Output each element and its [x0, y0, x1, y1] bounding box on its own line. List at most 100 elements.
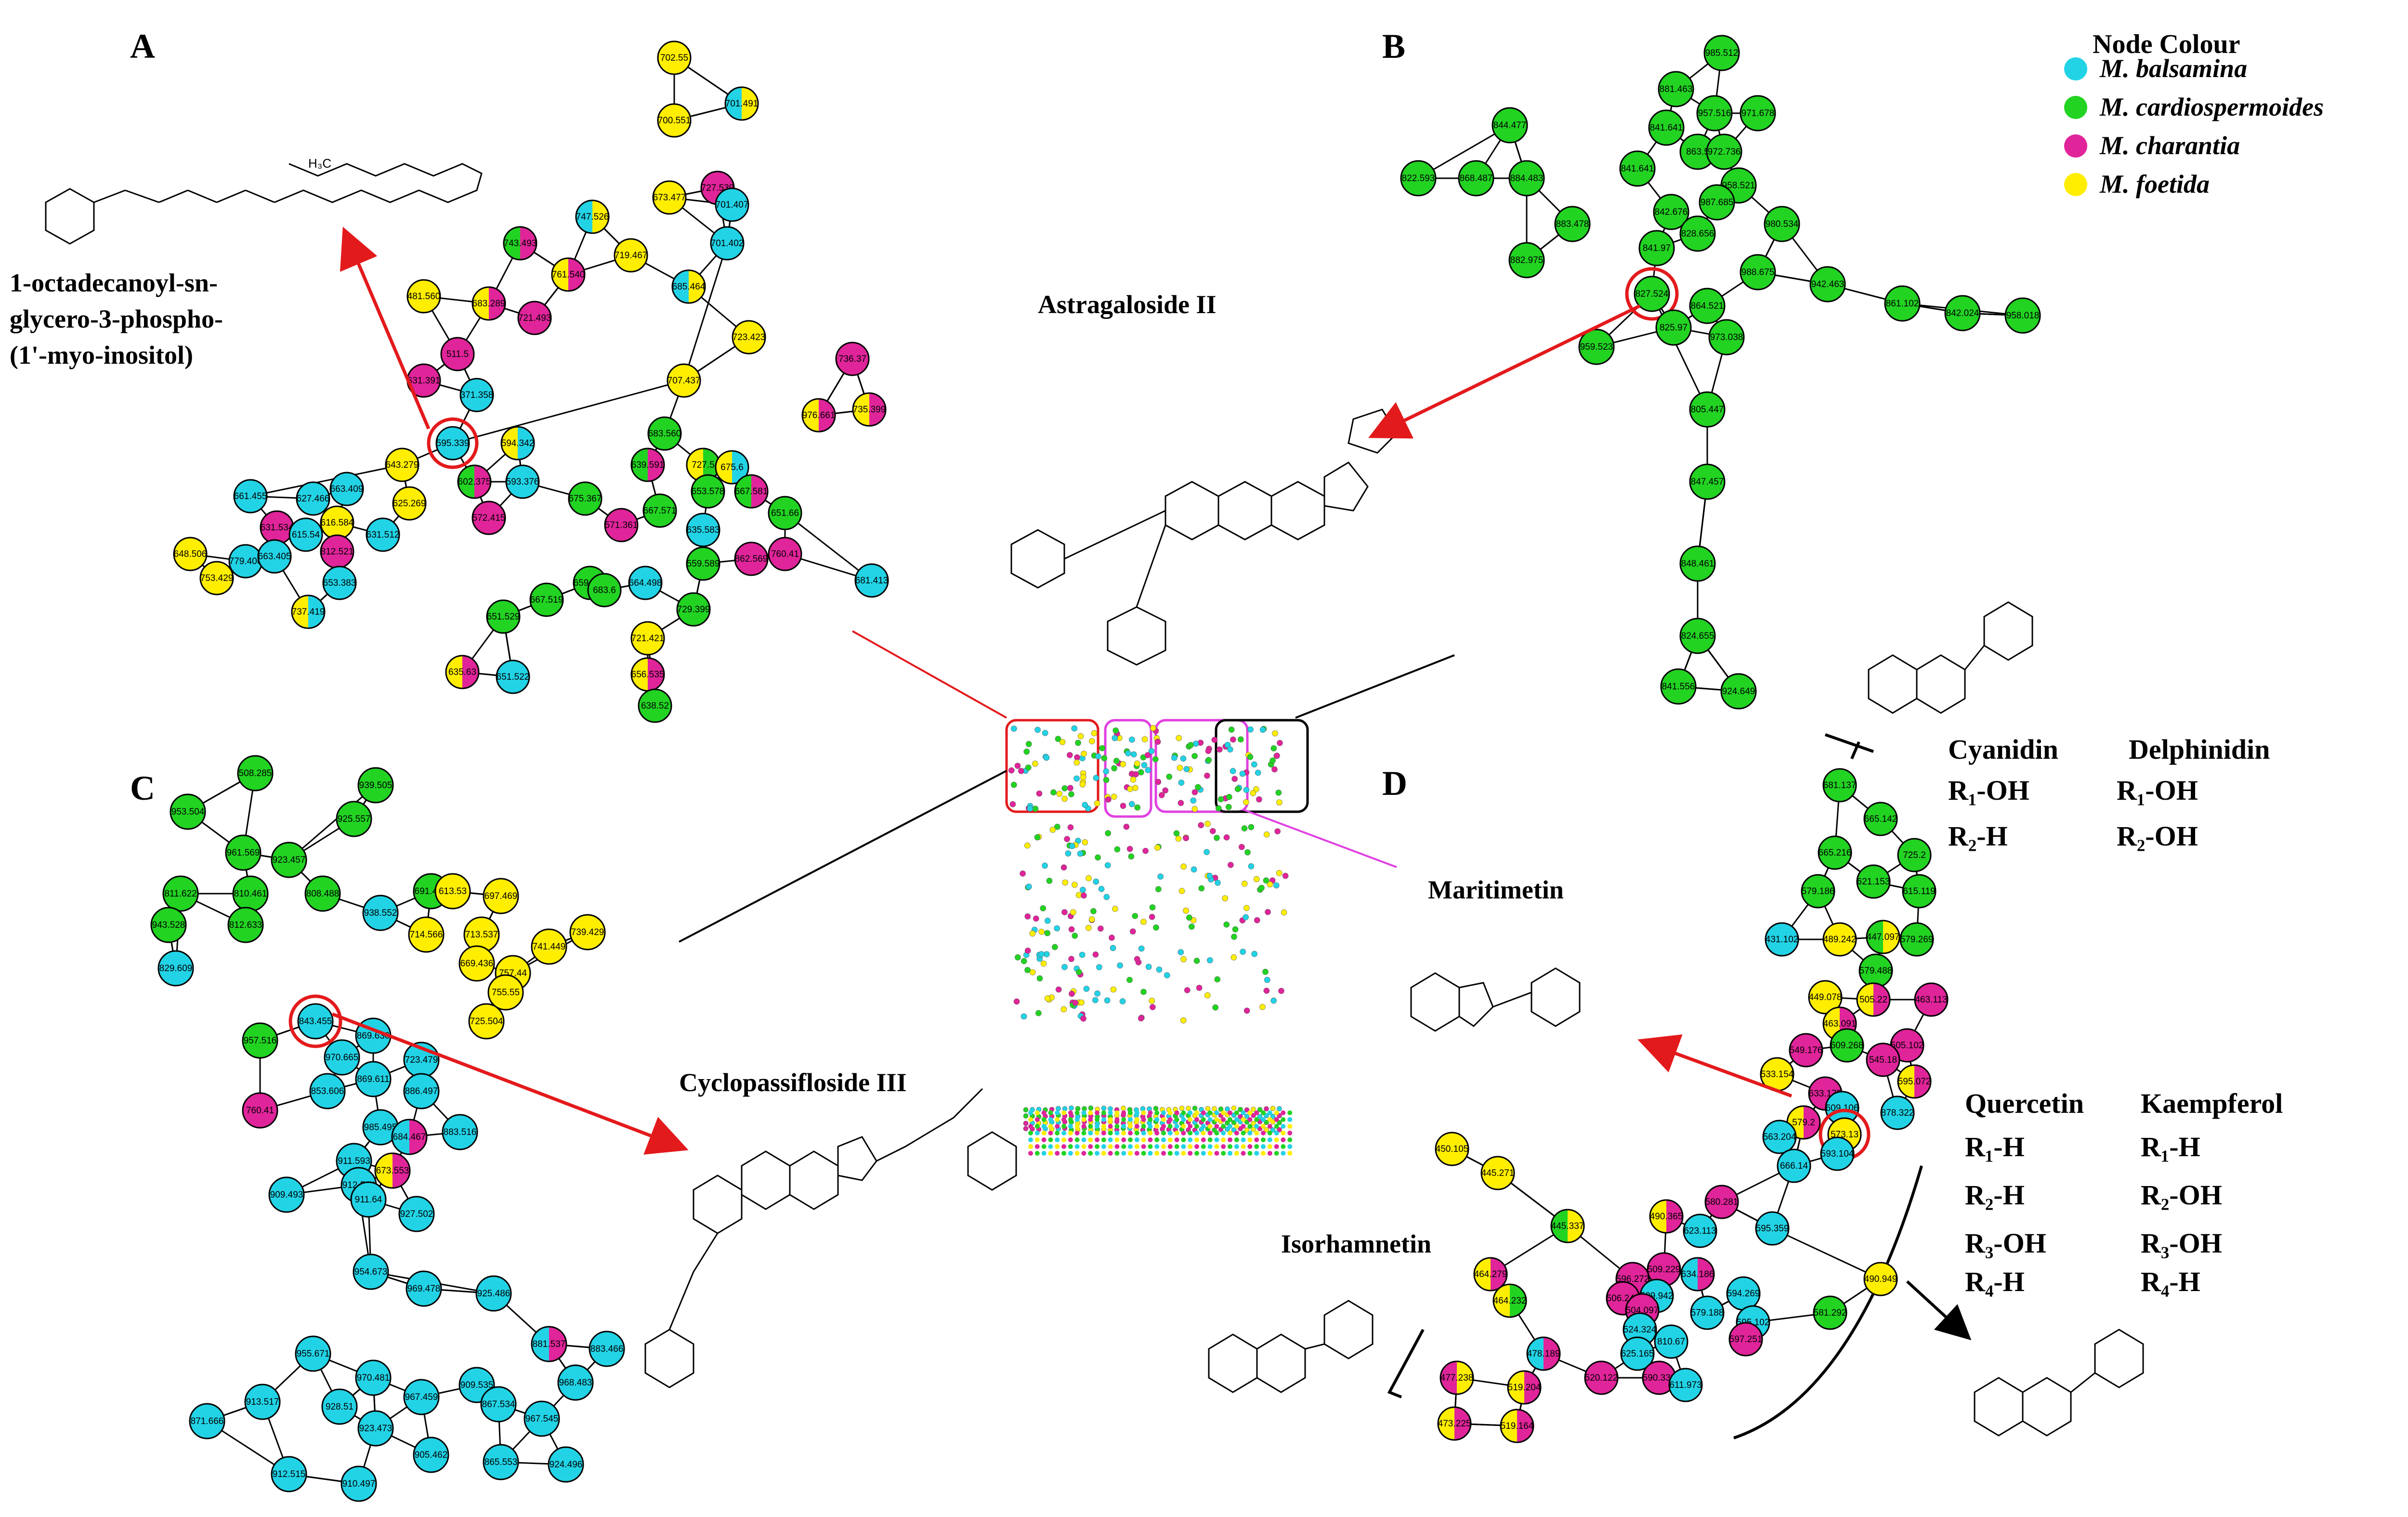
overview-dot: [1276, 870, 1283, 876]
network-node: 841.97: [1638, 230, 1675, 266]
overview-dot: [1044, 951, 1050, 958]
overview-dot: [1178, 779, 1185, 786]
node-label: 653.578: [692, 487, 725, 497]
node-label: 905.462: [415, 1450, 448, 1460]
overview-dot: [1054, 925, 1060, 932]
overview-grid-dot: [1055, 1110, 1060, 1115]
network-node: 909.493: [268, 1176, 305, 1213]
overview-grid-dot: [1161, 1110, 1166, 1115]
network-node: 663.405: [257, 539, 292, 574]
node-label: 463.113: [1915, 995, 1947, 1005]
compound-a-line2: glycero-3-phospho-: [10, 304, 223, 333]
overview-dot: [1251, 950, 1257, 957]
overview-dot: [1234, 786, 1241, 792]
overview-grid-dot: [1068, 1137, 1073, 1142]
overview-dot: [1198, 885, 1205, 892]
cyanidin-r1: R₁-OH: [1948, 775, 2029, 806]
overview-dot: [1140, 1106, 1146, 1111]
node-label: 524.324: [1623, 1325, 1657, 1335]
overview-grid-dot: [1234, 1131, 1239, 1135]
overview-grid-dot: [1121, 1151, 1126, 1156]
structure-a-h3c: H₃C: [308, 156, 331, 171]
node-label: 883.516: [444, 1127, 477, 1137]
overview-dot: [1254, 917, 1260, 923]
node-label: 549.176: [1790, 1045, 1823, 1055]
delphinidin-r1: R₁-OH: [2117, 775, 2198, 806]
overview-dot: [1114, 846, 1121, 853]
overview-dot: [1044, 930, 1051, 937]
overview-grid-dot: [1141, 1117, 1146, 1122]
network-node: 967.459: [403, 1379, 440, 1415]
overview-dot: [1092, 997, 1099, 1003]
node-label: 579.186: [1802, 886, 1835, 897]
network-node: 449.078: [1808, 980, 1843, 1015]
overview-grid-dot: [1161, 1151, 1166, 1156]
node-label: 602.375: [458, 477, 491, 487]
network-node: 667.519: [529, 582, 564, 617]
overview-dot: [1072, 882, 1078, 888]
network-node: 737.419: [291, 594, 326, 629]
node-label: 449.078: [1809, 992, 1842, 1003]
anthocyanin-table: Cyanidin Delphinidin R₁-OH R₁-OH R₂-H R₂…: [1948, 734, 2270, 852]
node-label: 970.481: [357, 1373, 390, 1383]
overview-dot: [1251, 1121, 1256, 1126]
network-node: 615.54: [288, 517, 323, 552]
overview-grid-dot: [1028, 1117, 1033, 1122]
overview-dot: [1086, 924, 1092, 931]
overview-dot: [1020, 871, 1026, 877]
network-node: 621.153: [1856, 864, 1891, 899]
node-label: 810.67: [1657, 1337, 1685, 1347]
compound-label-maritimetin: Maritimetin: [1428, 875, 1564, 904]
node-label: 958.521: [1722, 181, 1755, 191]
node-label: 810.461: [234, 889, 267, 899]
network-node: 812.521: [320, 534, 354, 569]
overview-grid-dot: [1081, 1124, 1086, 1129]
overview-dot: [1251, 761, 1257, 768]
overview-grid-dot: [1095, 1131, 1099, 1135]
panel-letter-b: B: [1382, 27, 1405, 66]
overview-dot: [1113, 758, 1120, 764]
node-label: 925.557: [338, 814, 371, 824]
overview-dot: [1180, 863, 1187, 870]
network-node: 478.189: [1526, 1336, 1561, 1371]
overview-dot: [1149, 904, 1156, 910]
network-node: 824.655: [1679, 618, 1716, 654]
overview-dot: [1267, 881, 1273, 888]
overview-grid-dot: [1154, 1131, 1160, 1135]
overview-grid-dot: [1287, 1151, 1293, 1156]
node-label: 625.269: [393, 499, 426, 509]
overview-dot: [1225, 1106, 1230, 1112]
network-node: 755.55: [487, 974, 524, 1011]
overview-dot: [1074, 754, 1080, 761]
node-label: 627.466: [297, 494, 330, 504]
node-label: 939.505: [359, 780, 393, 791]
overview-grid-dot: [1267, 1110, 1272, 1115]
overview-dot: [1241, 825, 1248, 831]
node-label: 683.289: [472, 299, 506, 309]
network-nodes: 508.285939.505953.504925.557961.569923.4…: [150, 755, 625, 1502]
overview-dot: [1042, 730, 1048, 736]
overview-dot: [1192, 740, 1199, 747]
overview-grid-dot: [1141, 1124, 1146, 1129]
node-label: 648.506: [174, 549, 207, 559]
overview-grid-dot: [1061, 1110, 1066, 1115]
node-label: 973.038: [1710, 332, 1743, 343]
network-node: 970.481: [355, 1359, 392, 1396]
node-label: 909.535: [460, 1380, 494, 1390]
overview-grid-dot: [1028, 1144, 1033, 1149]
overview-dot: [1238, 844, 1245, 850]
network-node: 683.6: [587, 573, 622, 607]
overview-grid-dot: [1134, 1124, 1139, 1129]
node-label: 841.556: [1662, 682, 1695, 692]
overview-grid-dot: [1234, 1144, 1239, 1149]
overview-grid-dot: [1101, 1144, 1106, 1149]
node-label: 623.113: [1684, 1226, 1716, 1236]
node-label: 675.367: [569, 494, 602, 504]
overview-grid-dot: [1247, 1144, 1253, 1149]
overview-dot: [1179, 1106, 1185, 1111]
overview-dot: [1228, 862, 1234, 868]
overview-dot: [1033, 915, 1039, 922]
node-label: 971.678: [1741, 108, 1775, 119]
node-label: 812.633: [229, 920, 262, 930]
node-label: 721.421: [631, 633, 665, 644]
